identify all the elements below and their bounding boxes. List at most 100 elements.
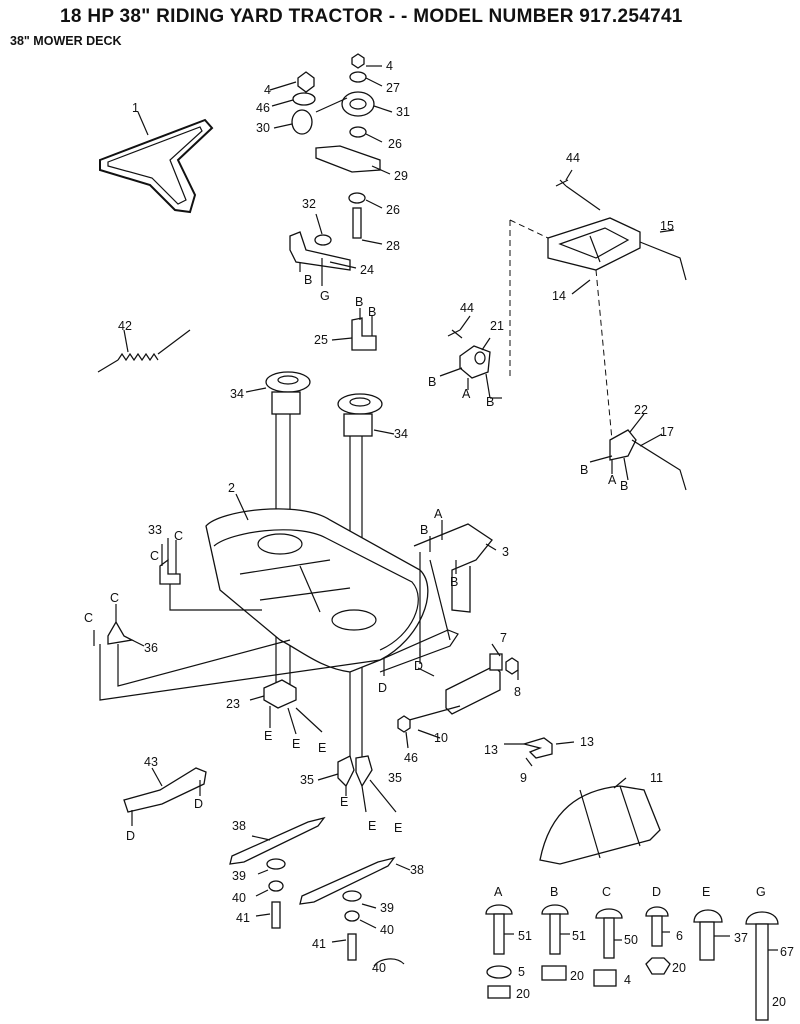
ref-b: B [486, 395, 494, 409]
ref-e: E [318, 741, 326, 755]
hardware-key-labels: A 51 5 20 B 51 20 C 50 4 D 6 20 E 37 G 6… [494, 885, 794, 1009]
hardware-g [745, 911, 779, 1021]
key-g-bolt: 67 [780, 945, 794, 959]
callout-14: 14 [552, 289, 566, 303]
ref-a: A [434, 507, 443, 521]
callout-15: 15 [660, 219, 674, 233]
key-letter-d: D [652, 885, 661, 899]
lift-rod-part-17 [589, 413, 687, 491]
ref-c: C [174, 529, 183, 543]
ref-c: C [84, 611, 93, 625]
hub-assembly-part-35 [317, 755, 397, 813]
ref-d: D [414, 659, 423, 673]
callout-35a: 35 [300, 773, 314, 787]
callout-26a: 26 [388, 137, 402, 151]
callout-21: 21 [490, 319, 504, 333]
hardware-e [693, 909, 730, 961]
key-letter-c: C [602, 885, 611, 899]
ref-b: B [620, 479, 628, 493]
ref-e: E [340, 795, 348, 809]
callout-46b: 46 [404, 751, 418, 765]
callout-2: 2 [228, 481, 235, 495]
callout-33: 33 [148, 523, 162, 537]
lift-bracket-assembly [509, 169, 687, 441]
ref-e: E [264, 729, 272, 743]
callout-40c: 40 [372, 961, 386, 975]
discharge-chute-part-11 [539, 777, 661, 865]
ref-c: C [150, 549, 159, 563]
callout-44b: 44 [460, 301, 474, 315]
key-letter-e: E [702, 885, 710, 899]
callout-31: 31 [396, 105, 410, 119]
callout-41a: 41 [236, 911, 250, 925]
bracket-part-36 [93, 604, 381, 701]
callout-46a: 46 [256, 101, 270, 115]
key-a-bolt: 51 [518, 929, 532, 943]
callout-11: 11 [650, 771, 663, 785]
hardware-reference-letters: B G B B A B B B A B C C C C A B B D D E … [84, 273, 628, 843]
callout-35b: 35 [388, 771, 402, 785]
callout-28: 28 [386, 239, 400, 253]
hardware-c [593, 908, 623, 987]
ref-e: E [368, 819, 376, 833]
key-a-washer: 5 [518, 965, 525, 979]
callout-41b: 41 [312, 937, 326, 951]
hardware-d [645, 906, 671, 975]
callout-36: 36 [144, 641, 158, 655]
callout-1: 1 [132, 101, 139, 115]
callout-30: 30 [256, 121, 270, 135]
callout-22: 22 [634, 403, 648, 417]
blade-right-part-38 [299, 856, 411, 967]
ref-b: B [450, 575, 458, 589]
callout-7: 7 [500, 631, 507, 645]
key-a-nut: 20 [516, 987, 530, 1001]
spring-part-9 [504, 737, 575, 767]
ref-b: B [355, 295, 363, 309]
key-b-bolt: 51 [572, 929, 586, 943]
bracket-part-25 [331, 308, 377, 351]
callout-29: 29 [394, 169, 408, 183]
key-b-nut: 20 [570, 969, 584, 983]
spring-part-42 [97, 329, 191, 373]
ref-e: E [394, 821, 402, 835]
ref-d: D [378, 681, 387, 695]
mower-deck-part-2 [205, 493, 459, 676]
callout-38b: 38 [410, 863, 424, 877]
callout-32: 32 [302, 197, 316, 211]
ref-g: G [320, 289, 330, 303]
ref-b: B [428, 375, 436, 389]
callout-42: 42 [118, 319, 132, 333]
key-d-nut: 20 [672, 961, 686, 975]
diagram-title: 18 HP 38" RIDING YARD TRACTOR - - MODEL … [60, 6, 683, 27]
key-letter-a: A [494, 885, 503, 899]
callout-43: 43 [144, 755, 158, 769]
callout-23: 23 [226, 697, 240, 711]
ref-b: B [368, 305, 376, 319]
callout-4a: 4 [264, 83, 271, 97]
key-g-nut: 20 [772, 995, 786, 1009]
callout-40a: 40 [232, 891, 246, 905]
ref-a: A [462, 387, 471, 401]
callout-13a: 13 [484, 743, 498, 757]
bracket-part-43 [123, 767, 207, 826]
callout-24: 24 [360, 263, 374, 277]
callout-3: 3 [502, 545, 509, 559]
hardware-b [541, 904, 570, 981]
ref-b: B [420, 523, 428, 537]
callout-39b: 39 [380, 901, 394, 915]
lift-link-part-21 [439, 315, 502, 399]
ref-b: B [580, 463, 588, 477]
belt-part-1 [99, 111, 214, 214]
blade-left-part-38 [229, 816, 326, 929]
callout-34a: 34 [230, 387, 244, 401]
callout-40b: 40 [380, 923, 394, 937]
callout-17: 17 [660, 425, 674, 439]
callout-26b: 26 [386, 203, 400, 217]
callout-27: 27 [386, 81, 400, 95]
key-c-nut: 4 [624, 973, 631, 987]
callout-4b: 4 [386, 59, 393, 73]
bracket-part-33 [159, 538, 262, 611]
rod-part-10 [397, 643, 519, 749]
key-letter-b: B [550, 885, 558, 899]
